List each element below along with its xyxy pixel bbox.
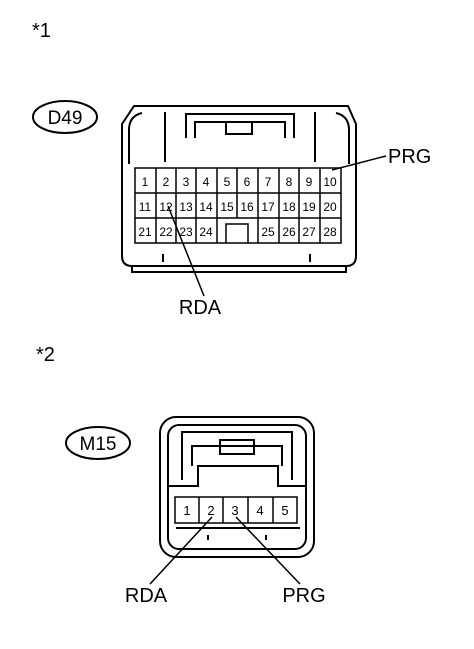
pin-label: 24 (199, 225, 213, 239)
pin-label: 14 (199, 200, 213, 214)
pin-label: 20 (323, 200, 337, 214)
d49-base-lip (131, 266, 347, 273)
pin-label: 25 (261, 225, 275, 239)
d49-pin-row-1: 1 2 3 4 5 6 7 8 9 10 (142, 175, 337, 189)
pin-label: 15 (220, 200, 234, 214)
pin-label: 11 (139, 200, 152, 214)
pin-label: 2 (207, 503, 214, 518)
m15-lock-inner (191, 445, 283, 466)
connector-id-label: M15 (80, 434, 117, 455)
d49-pin-row-2: 11 12 13 14 15 16 17 18 19 20 (139, 200, 337, 214)
pin-label: 27 (302, 225, 316, 239)
pin-label: 8 (286, 175, 293, 189)
d49-pin-grid (134, 167, 342, 244)
d49-lock-inner (194, 121, 286, 138)
d49-connector-body (121, 105, 357, 273)
rda-leader-line (149, 516, 213, 585)
d49-grid-column-lines (155, 168, 321, 243)
d49-connector-id-badge: D49 (32, 100, 98, 134)
m15-lock-frame (181, 431, 293, 480)
connector-id-label: D49 (48, 108, 83, 129)
m15-outer-housing (159, 416, 315, 558)
connector-id-ellipse (32, 100, 98, 134)
m15-grid-frame (174, 496, 298, 524)
pin-label: 2 (163, 175, 170, 189)
pin-label: 13 (179, 200, 193, 214)
d49-grid-frame (134, 167, 342, 244)
pin-label: 23 (179, 225, 193, 239)
pin-label: 17 (261, 200, 275, 214)
prg-label: PRG (388, 146, 431, 168)
figure1-marker: *1 (32, 20, 51, 42)
pin-label: 1 (183, 503, 190, 518)
d49-lock-tab (225, 121, 253, 135)
m15-grid-column-lines (198, 497, 274, 523)
pin-label: 9 (306, 175, 313, 189)
prg-label: PRG (282, 585, 325, 607)
m15-lock-tab (219, 439, 255, 455)
d49-right-inner-edge (335, 112, 350, 164)
pin-label: 10 (323, 175, 337, 189)
m15-connector-id-badge: M15 (65, 426, 131, 460)
d49-pin-row-3: 21 22 23 24 25 26 27 28 (138, 225, 337, 239)
pin-label: 4 (256, 503, 263, 518)
pin-label: 1 (142, 175, 149, 189)
m15-step-line (168, 465, 306, 487)
pin-label: 3 (231, 503, 238, 518)
d49-lock-frame (185, 113, 295, 138)
pin-label: 4 (203, 175, 210, 189)
d49-left-inner-edge (128, 112, 143, 164)
prg-leader-line (235, 516, 301, 585)
figure2-marker: *2 (36, 344, 55, 366)
d49-key-slot (225, 223, 249, 243)
d49-outer-housing (121, 105, 357, 267)
prg-leader-line (331, 155, 387, 171)
pin-label: 28 (323, 225, 337, 239)
pin-label: 16 (240, 200, 254, 214)
m15-pin-grid (174, 496, 298, 524)
m15-connector-body (159, 416, 315, 558)
m15-pin-row: 1 2 3 4 5 (183, 503, 288, 518)
pin-label: 21 (138, 225, 152, 239)
pin-label: 5 (224, 175, 231, 189)
rda-label: RDA (179, 297, 222, 319)
pin-label: 3 (183, 175, 190, 189)
pin-label: 22 (159, 225, 173, 239)
rda-label: RDA (125, 585, 168, 607)
pin-label: 26 (282, 225, 296, 239)
pin-label: 5 (281, 503, 288, 518)
pin-label: 19 (302, 200, 316, 214)
pin-label: 7 (265, 175, 272, 189)
connector-id-ellipse (65, 426, 131, 460)
pin-label: 6 (244, 175, 251, 189)
pin-label: 18 (282, 200, 296, 214)
rda-leader-line (167, 205, 205, 297)
